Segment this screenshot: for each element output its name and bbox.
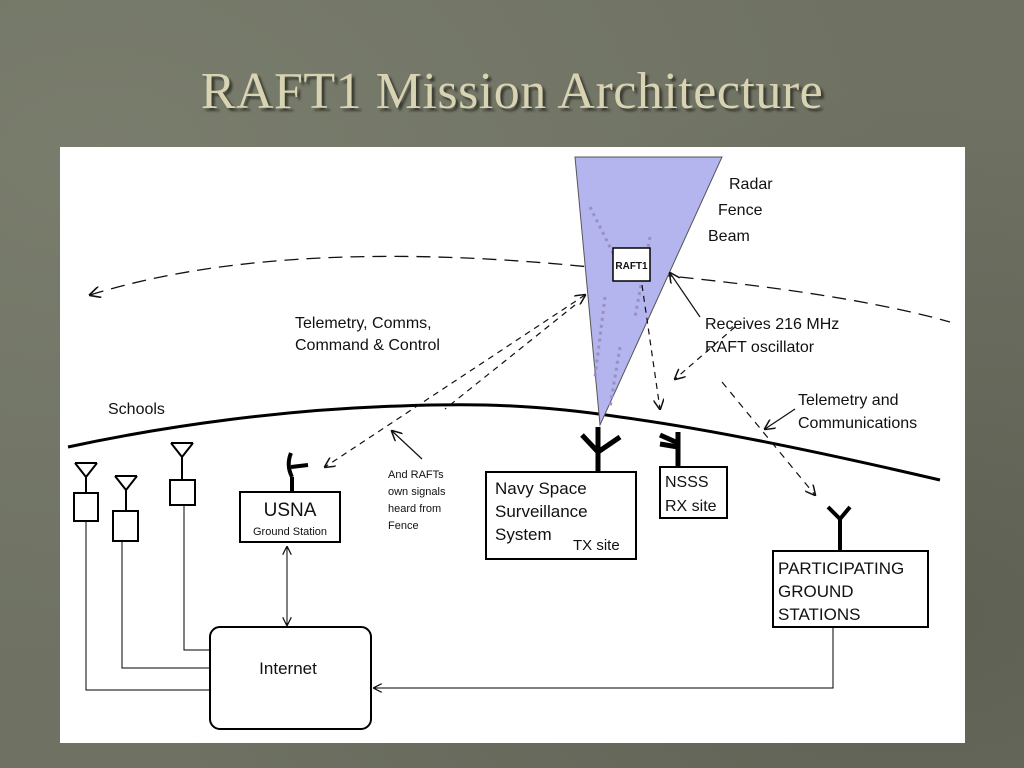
link-raft-participating — [721, 381, 815, 495]
label-telemetry-comms-2: Command & Control — [295, 337, 440, 354]
link-raft-nsss — [641, 284, 660, 409]
pointer-rafts-own — [392, 431, 423, 460]
school-antenna-2 — [112, 475, 139, 542]
navy-line2: Surveillance — [495, 502, 588, 521]
internet-box — [209, 626, 372, 730]
label-receives-1: Receives 216 MHz — [705, 316, 839, 333]
nsss-line1: NSSS — [665, 474, 709, 491]
navy-line1: Navy Space — [495, 479, 587, 498]
navy-space-box — [485, 471, 637, 560]
diagram-canvas: Radar Fence Beam RAFT1 Telemetry, Comms,… — [67, 156, 951, 730]
orbit-arc — [90, 255, 951, 323]
link-participating-internet — [374, 627, 834, 688]
label-schools: Schools — [108, 401, 165, 418]
usna-subtitle: Ground Station — [253, 526, 327, 538]
label-rafts-own-1: And RAFTs — [388, 469, 444, 481]
nsss-rx-antenna — [658, 432, 681, 467]
navy-tag: TX site — [573, 537, 620, 554]
raft1-satellite — [612, 247, 651, 282]
architecture-diagram: Radar Fence Beam RAFT1 Telemetry, Comms,… — [60, 147, 965, 743]
beam-label-line3: Beam — [708, 228, 750, 245]
participating-antenna — [826, 505, 852, 551]
label-telemetry-and-2: Communications — [798, 415, 917, 432]
radar-fence-beam — [574, 156, 723, 427]
label-telemetry-and-1: Telemetry and — [798, 392, 899, 409]
usna-antenna — [286, 452, 309, 492]
school-antenna-1 — [73, 462, 99, 522]
pointer-raft1 — [670, 273, 701, 318]
beam-label-line1: Radar — [729, 176, 773, 193]
wire-school-3 — [183, 505, 210, 651]
navy-tx-antenna — [580, 427, 622, 472]
link-receives — [675, 326, 736, 379]
nsss-rx-box — [659, 466, 728, 519]
link-raft-usna — [325, 295, 585, 467]
label-rafts-own-3: heard from — [388, 503, 441, 515]
nsss-line2: RX site — [665, 498, 717, 515]
beam-label-line2: Fence — [718, 202, 763, 219]
pointer-telemetry-and — [765, 408, 796, 429]
usna-title: USNA — [264, 500, 317, 521]
participating-line2: GROUND — [778, 582, 854, 601]
link-raft-horizon — [444, 304, 576, 410]
slide-title: RAFT1 Mission Architecture — [200, 63, 824, 120]
label-rafts-own-2: own signals — [388, 486, 446, 498]
internet-label: Internet — [259, 659, 317, 678]
participating-ground-stations-box — [772, 550, 929, 628]
usna-ground-station-box — [239, 491, 341, 543]
label-rafts-own-4: Fence — [388, 520, 419, 532]
wire-school-2 — [121, 541, 210, 669]
label-receives-2: RAFT oscillator — [705, 339, 815, 356]
navy-line3: System — [495, 525, 552, 544]
school-antenna-3 — [169, 442, 196, 506]
participating-line3: STATIONS — [778, 605, 861, 624]
wire-school-1 — [85, 521, 210, 691]
participating-line1: PARTICIPATING — [778, 559, 904, 578]
raft1-label: RAFT1 — [615, 261, 648, 272]
label-telemetry-comms-1: Telemetry, Comms, — [295, 315, 432, 332]
